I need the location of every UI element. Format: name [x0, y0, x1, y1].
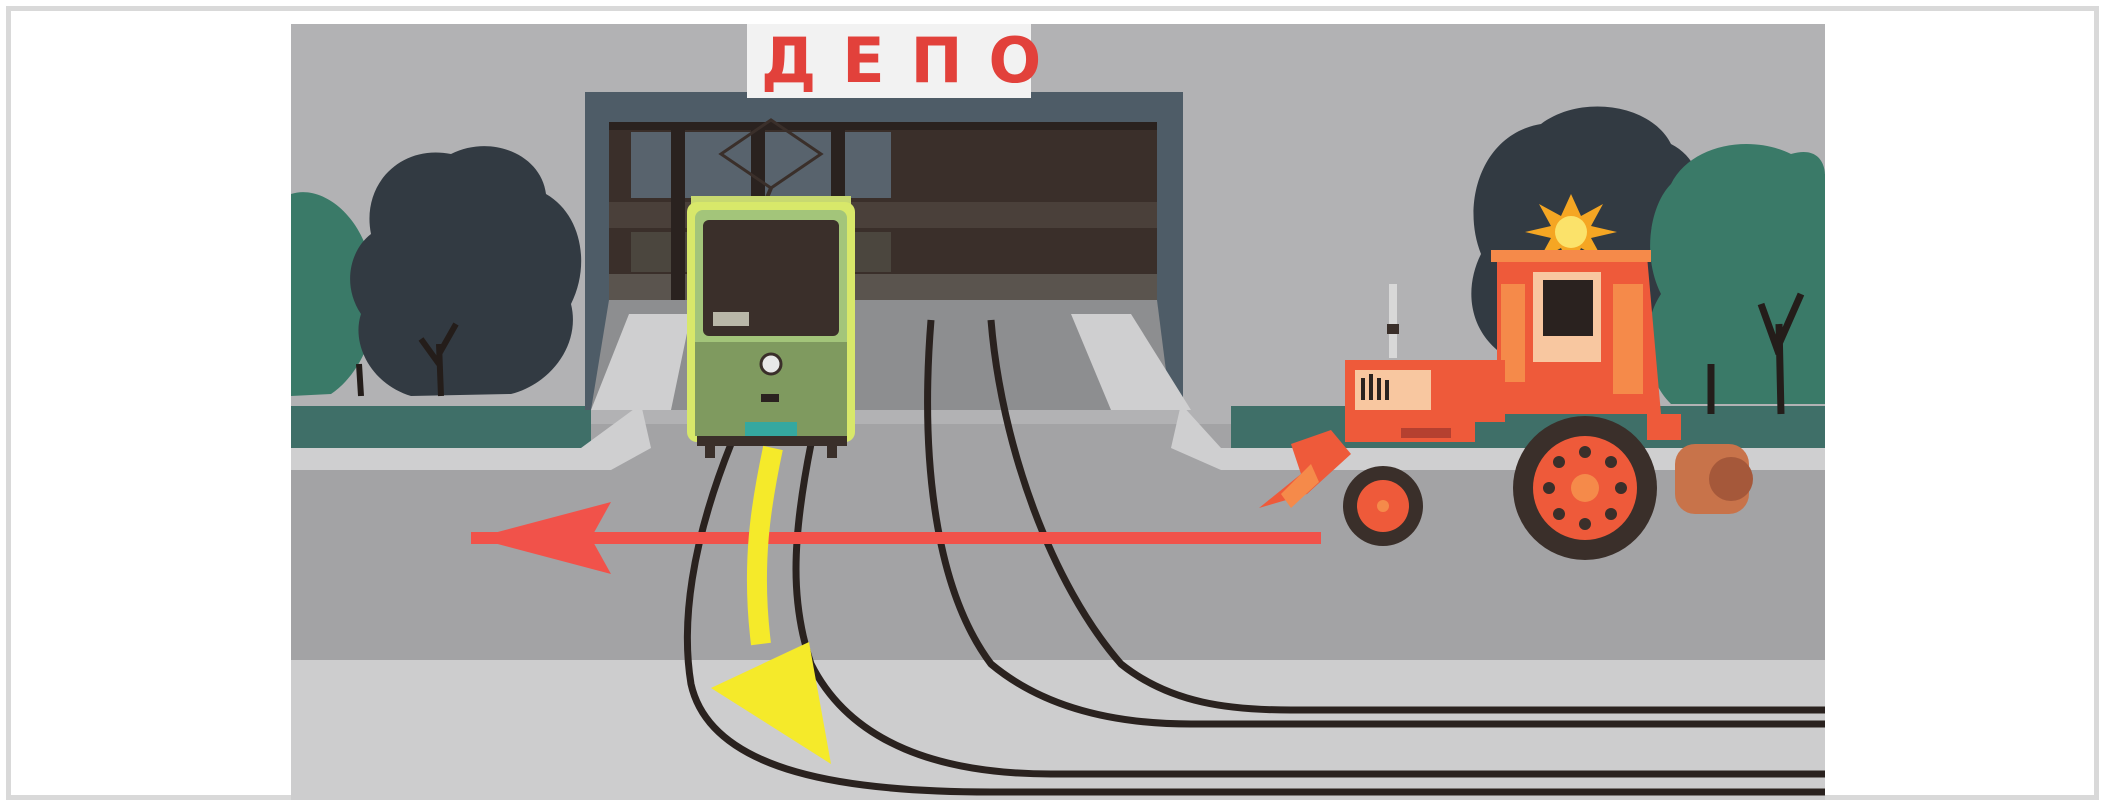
lower-sidewalk [291, 660, 1825, 800]
grass-left [291, 406, 591, 448]
scene-illustration: ДЕПО [291, 24, 1825, 800]
depot-sign-text: ДЕПО [761, 24, 1067, 97]
depot-building [585, 92, 1191, 410]
tractor-front-wheel [1343, 466, 1423, 546]
tractor-rear-wheel [1513, 416, 1657, 560]
depot-scene: ДЕПО [291, 24, 1825, 800]
depot-sign: ДЕПО [747, 24, 1067, 98]
